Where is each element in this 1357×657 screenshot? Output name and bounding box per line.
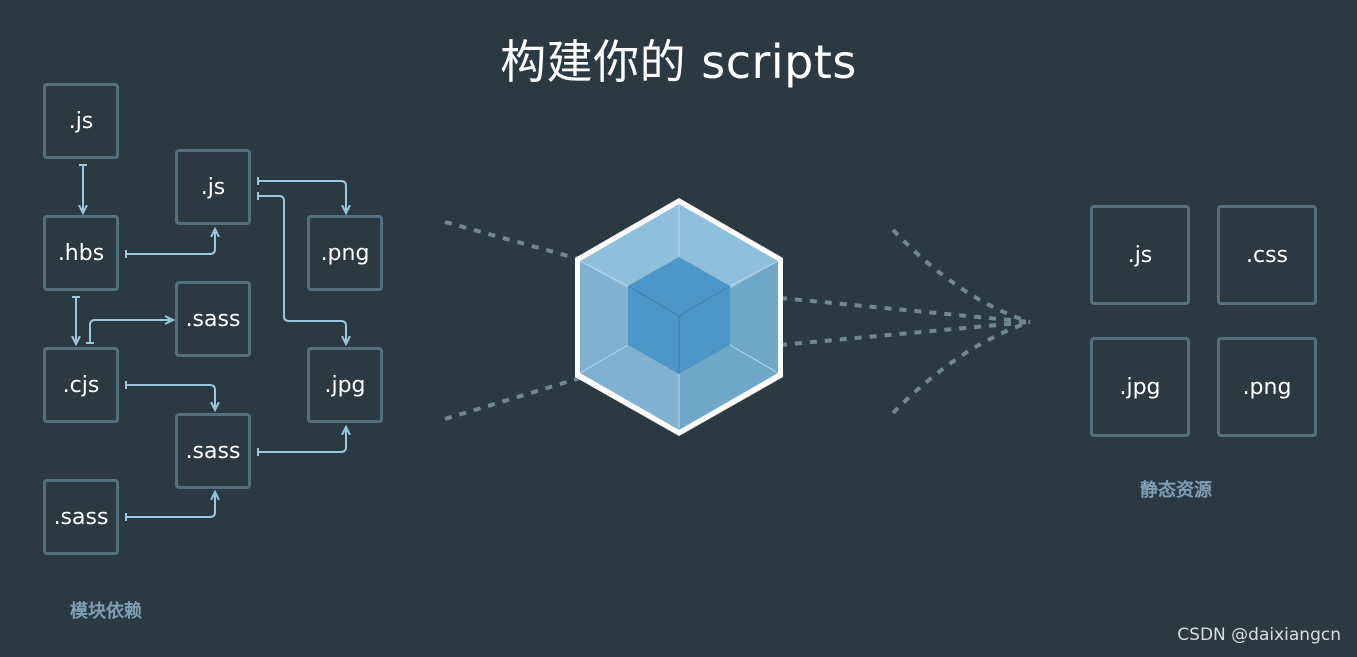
asset-box-png: .png — [1217, 337, 1317, 437]
module-box-cjs: .cjs — [43, 347, 119, 423]
dash-curve-bottom — [891, 320, 1031, 415]
module-box-js: .js — [43, 83, 119, 159]
arrow-hbs-to-js — [126, 232, 215, 255]
dash-in-bottom — [444, 373, 591, 421]
module-box-sass-lower: .sass — [175, 413, 251, 489]
page-title: 构建你的 scripts — [500, 35, 857, 89]
module-box-js-secondary: .js — [175, 149, 251, 225]
watermark: CSDN @daixiangcn — [1177, 625, 1341, 645]
dash-out-top — [779, 296, 1031, 324]
arrow-sass-to-sass — [126, 495, 215, 518]
arrow-cjs-to-sass-lower — [126, 384, 215, 407]
module-box-sass-mid: .sass — [175, 281, 251, 357]
module-box-hbs: .hbs — [43, 215, 119, 291]
module-box-sass-bottom: .sass — [43, 479, 119, 555]
arrow-cjs-to-sass — [89, 320, 170, 343]
asset-box-js: .js — [1090, 205, 1190, 305]
module-box-png: .png — [307, 215, 383, 291]
asset-box-css: .css — [1217, 205, 1317, 305]
webpack-cube-icon — [575, 198, 783, 436]
dash-in-top — [444, 220, 591, 264]
arrow-sass-to-jpg — [258, 430, 346, 453]
assets-caption: 静态资源 — [1140, 480, 1212, 501]
dependency-arrows — [72, 164, 346, 521]
arrow-js-to-jpg — [258, 195, 346, 341]
dash-out-bottom — [779, 320, 1031, 347]
modules-caption: 模块依赖 — [70, 601, 142, 622]
module-box-jpg: .jpg — [307, 347, 383, 423]
asset-box-jpg: .jpg — [1090, 337, 1190, 437]
arrow-js-to-png — [258, 180, 346, 210]
dash-curve-top — [891, 228, 1031, 324]
